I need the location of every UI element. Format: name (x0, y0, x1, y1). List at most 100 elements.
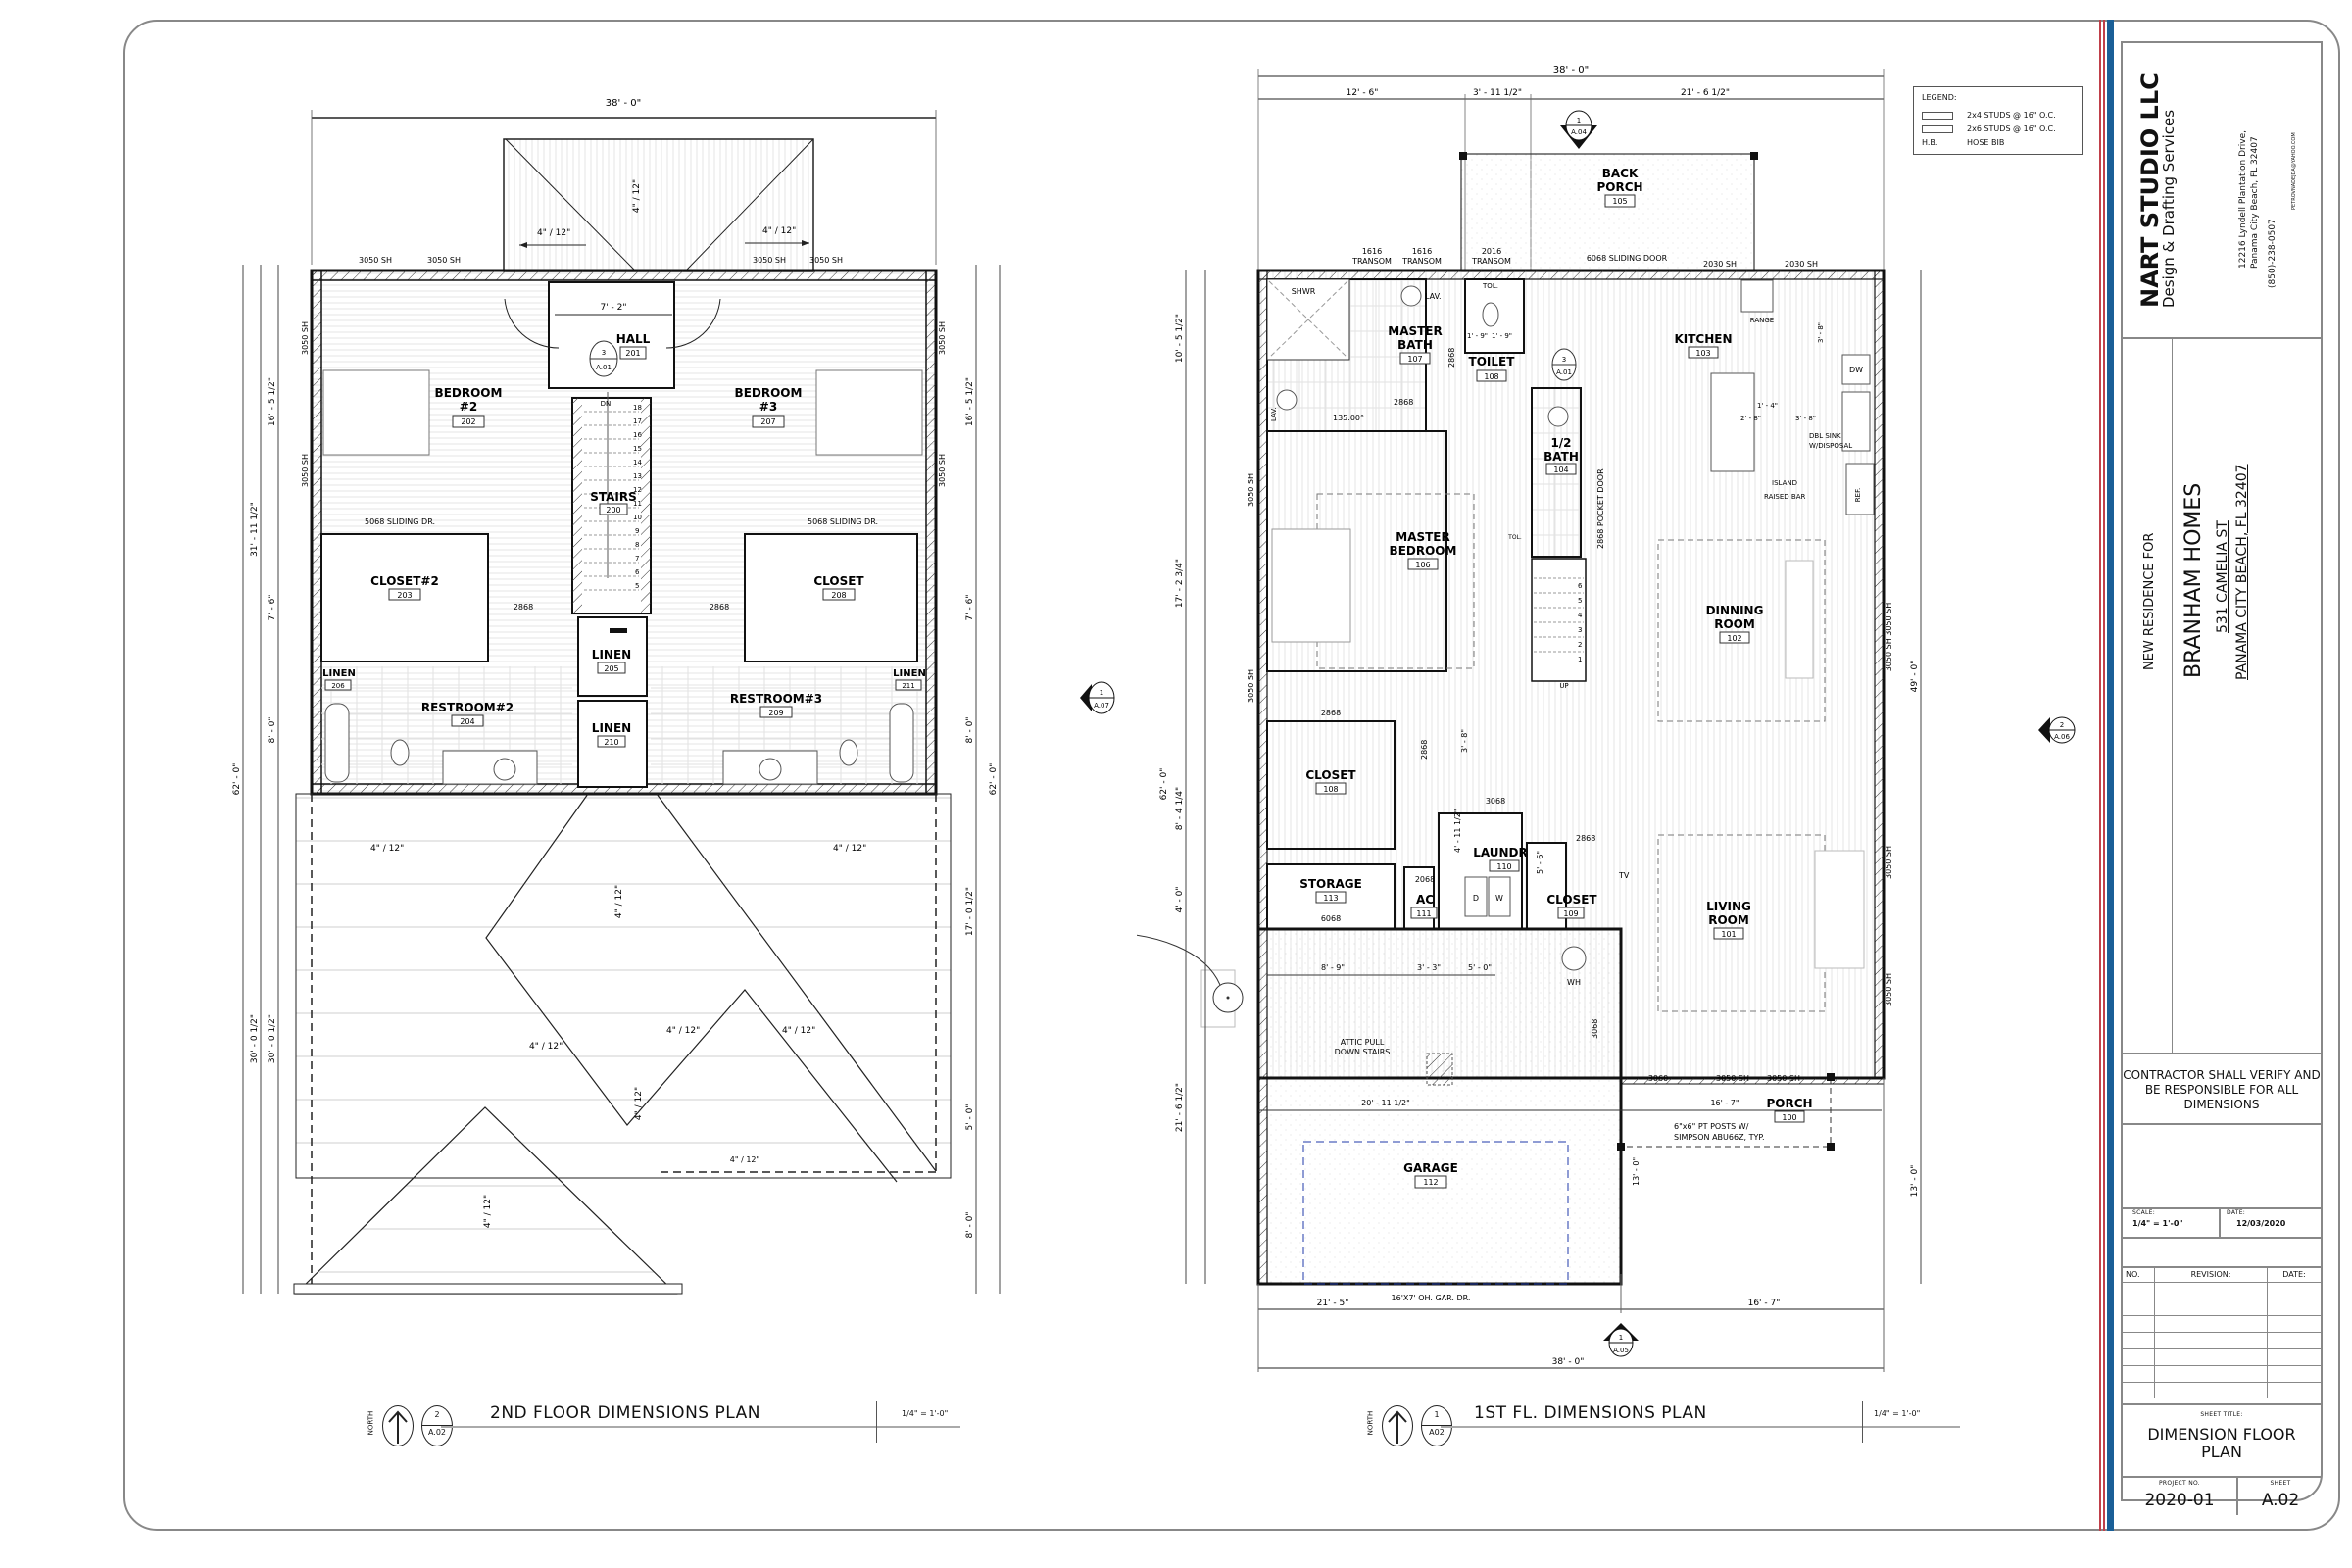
2x6-hatch-icon (1922, 124, 1953, 133)
contractor-notice: CONTRACTOR SHALL VERIFY AND BE RESPONSIB… (2123, 1053, 2321, 1125)
svg-text:1/2: 1/2 (1550, 436, 1571, 450)
svg-text:2868: 2868 (1420, 740, 1429, 760)
revision-row (2123, 1382, 2321, 1398)
svg-text:8' - 9": 8' - 9" (1321, 963, 1345, 972)
revision-header-row: NO. REVISION: DATE: (2123, 1266, 2321, 1283)
svg-text:135.00°: 135.00° (1333, 414, 1364, 422)
title-block: NART STUDIO LLC Design & Drafting Servic… (2087, 20, 2340, 1531)
svg-text:2068: 2068 (1415, 875, 1435, 884)
svg-text:LINEN: LINEN (322, 668, 356, 679)
svg-text:2868: 2868 (514, 603, 533, 612)
scale-date-row: SCALE: 1/4" = 1'-0" DATE: 12/03/2020 (2123, 1207, 2321, 1239)
svg-text:2016: 2016 (1482, 247, 1501, 256)
svg-text:15: 15 (633, 445, 642, 453)
svg-text:3050 SH: 3050 SH (1767, 1074, 1800, 1083)
svg-text:3' - 11 1/2": 3' - 11 1/2" (1473, 88, 1522, 98)
svg-text:4" / 12": 4" / 12" (370, 844, 404, 854)
svg-text:108: 108 (1484, 372, 1498, 381)
svg-text:31' - 11 1/2": 31' - 11 1/2" (250, 502, 260, 557)
svg-text:3050 SH: 3050 SH (809, 256, 843, 265)
svg-text:13' - 0": 13' - 0" (1632, 1157, 1641, 1186)
svg-text:49' - 0": 49' - 0" (1910, 661, 1920, 693)
svg-text:3050 SH: 3050 SH (301, 454, 310, 487)
svg-text:211: 211 (902, 682, 914, 690)
svg-text:1616: 1616 (1412, 247, 1432, 256)
svg-text:30' - 0 1/2": 30' - 0 1/2" (250, 1014, 260, 1063)
svg-text:2' - 8": 2' - 8" (1740, 415, 1761, 422)
svg-text:1' - 9": 1' - 9" (1467, 332, 1488, 340)
svg-text:104: 104 (1553, 466, 1568, 474)
revision-row (2123, 1348, 2321, 1366)
svg-text:5' - 0": 5' - 0" (1468, 963, 1492, 972)
svg-text:A.01: A.01 (596, 364, 612, 371)
revision-row (2123, 1282, 2321, 1299)
svg-text:SIMPSON ABU66Z, TYP.: SIMPSON ABU66Z, TYP. (1674, 1133, 1765, 1142)
svg-text:8: 8 (635, 541, 639, 549)
svg-text:6"x6" PT POSTS W/: 6"x6" PT POSTS W/ (1674, 1122, 1749, 1131)
svg-text:CLOSET: CLOSET (813, 574, 864, 588)
svg-text:206: 206 (331, 682, 345, 690)
svg-text:LIVING: LIVING (1706, 900, 1751, 913)
svg-text:KITCHEN: KITCHEN (1674, 332, 1732, 346)
svg-text:BEDROOM: BEDROOM (1390, 544, 1457, 558)
svg-text:207: 207 (760, 417, 775, 426)
svg-text:17: 17 (633, 417, 642, 425)
svg-text:2868: 2868 (710, 603, 729, 612)
date-value: 12/03/2020 (2236, 1219, 2286, 1228)
project-sheet-row: PROJECT NO. 2020-01 SHEET A.02 (2123, 1476, 2321, 1515)
svg-text:16' - 5 1/2": 16' - 5 1/2" (965, 377, 975, 426)
svg-text:201: 201 (625, 349, 640, 358)
svg-text:12: 12 (633, 486, 642, 494)
svg-text:17' - 0 1/2": 17' - 0 1/2" (965, 887, 975, 936)
north-arrow-icon (382, 1405, 414, 1446)
firm-tagline: Design & Drafting Services (2160, 109, 2178, 308)
stamp-area (2123, 1125, 2321, 1209)
svg-text:BEDROOM: BEDROOM (435, 386, 503, 400)
svg-text:BATH: BATH (1544, 450, 1579, 464)
svg-text:RESTROOM#2: RESTROOM#2 (421, 701, 514, 714)
svg-text:TV: TV (1618, 871, 1630, 880)
svg-text:2868: 2868 (1576, 834, 1595, 843)
svg-text:DOWN STAIRS: DOWN STAIRS (1335, 1048, 1391, 1056)
sheet-title: DIMENSION FLOOR PLAN (2147, 1425, 2296, 1461)
svg-text:7' - 6": 7' - 6" (965, 594, 975, 620)
svg-text:DW: DW (1849, 366, 1863, 374)
legend-item-2x6: 2x6 STUDS @ 16" O.C. (1922, 124, 2056, 133)
firm-address-line-1: 12216 Lyndell Plantation Drive, (2238, 130, 2248, 269)
svg-text:38' - 0": 38' - 0" (1553, 65, 1589, 75)
svg-text:3068: 3068 (1591, 1019, 1599, 1039)
svg-text:11: 11 (633, 500, 642, 508)
svg-text:5' - 0": 5' - 0" (965, 1103, 975, 1130)
svg-text:A.01: A.01 (1556, 368, 1572, 376)
svg-text:108: 108 (1323, 785, 1338, 794)
svg-text:62' - 0": 62' - 0" (1159, 768, 1169, 801)
svg-text:D: D (1473, 894, 1479, 903)
svg-text:3060: 3060 (1648, 1074, 1668, 1083)
svg-text:ATTIC PULL: ATTIC PULL (1341, 1038, 1385, 1047)
svg-text:5: 5 (635, 582, 639, 590)
svg-text:14: 14 (633, 459, 642, 466)
sheet-no-label: SHEET (2270, 1480, 2291, 1487)
svg-text:3050 SH: 3050 SH (1247, 473, 1255, 507)
svg-text:2868 POCKET DOOR: 2868 POCKET DOOR (1596, 468, 1605, 549)
svg-text:6068: 6068 (1321, 914, 1341, 923)
svg-text:105: 105 (1612, 197, 1627, 206)
svg-text:TRANSOM: TRANSOM (1401, 257, 1442, 266)
svg-text:RAISED BAR: RAISED BAR (1764, 493, 1806, 501)
svg-text:18: 18 (633, 404, 642, 412)
svg-text:PORCH: PORCH (1766, 1097, 1812, 1110)
svg-text:4' - 11 1/2": 4' - 11 1/2" (1453, 808, 1462, 853)
svg-text:62' - 0": 62' - 0" (232, 763, 242, 796)
north-label: NORTH (367, 1410, 375, 1436)
svg-text:6068 SLIDING DOOR: 6068 SLIDING DOOR (1587, 254, 1668, 263)
svg-text:BACK: BACK (1602, 167, 1639, 180)
svg-text:DN: DN (601, 400, 612, 408)
svg-text:202: 202 (461, 417, 475, 426)
svg-text:3: 3 (1562, 356, 1566, 364)
svg-text:UP: UP (1559, 682, 1568, 690)
svg-text:PORCH: PORCH (1596, 180, 1642, 194)
svg-text:21' - 6 1/2": 21' - 6 1/2" (1681, 88, 1730, 98)
svg-text:16'X7' OH. GAR. DR.: 16'X7' OH. GAR. DR. (1392, 1294, 1471, 1302)
north-label: NORTH (1366, 1410, 1375, 1436)
